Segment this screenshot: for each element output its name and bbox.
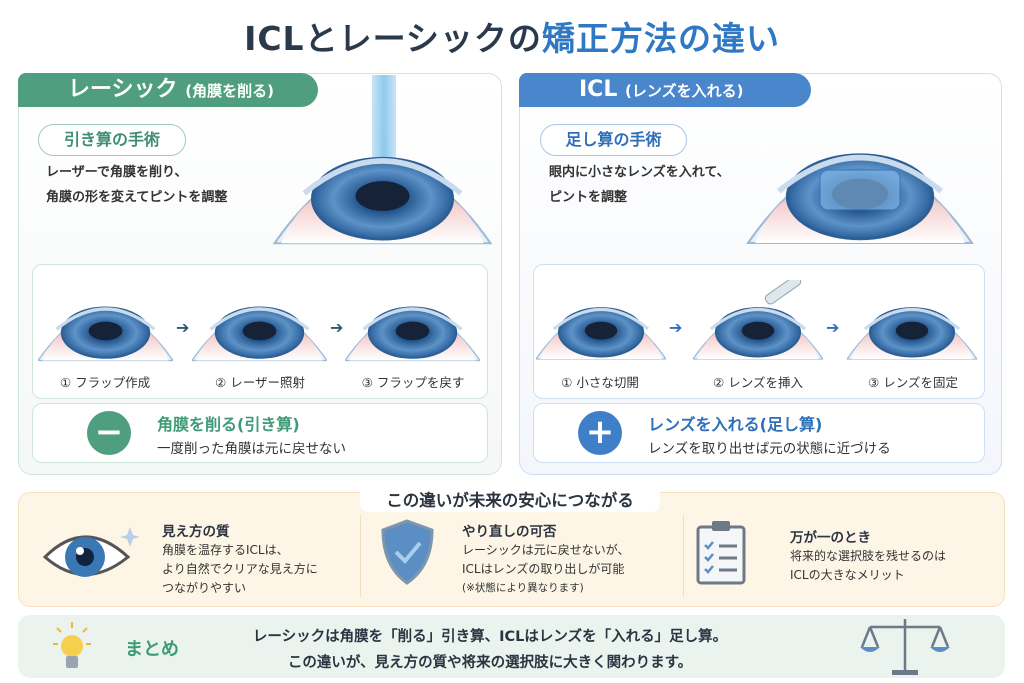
divider xyxy=(683,515,684,597)
eye-icon xyxy=(42,527,140,577)
lightbulb-icon xyxy=(53,622,91,668)
step-eye-fixed xyxy=(847,280,977,365)
arrow-icon: ➔ xyxy=(330,318,344,337)
lasik-subtraction-pill: 引き算の手術 xyxy=(38,124,186,156)
page-title: ICLとレーシックの矯正方法の違い xyxy=(244,19,780,58)
minus-icon: − xyxy=(87,411,131,455)
step-eye-laser xyxy=(192,280,327,365)
benefit-text: レーシックは元に戻せないが、ICLはレンズの取り出しが可能(※状態により異なりま… xyxy=(462,543,630,594)
step-eye-incision xyxy=(536,280,666,365)
lasik-eye-illustration xyxy=(265,115,500,250)
step-eye-flap xyxy=(38,280,173,365)
benefit-heading: 見え方の質 xyxy=(162,524,230,540)
summary-line: レーシックは角膜を「削る」引き算、ICLはレンズを「入れる」足し算。 xyxy=(252,629,728,645)
step-label: ③ レンズを固定 xyxy=(868,375,958,390)
benefit-heading: 万が一のとき xyxy=(790,530,871,546)
arrow-icon: ➔ xyxy=(669,318,683,337)
icl-description: 眼内に小さなレンズを入れて、ピントを調整 xyxy=(549,165,730,205)
benefit-heading: やり直しの可否 xyxy=(462,524,557,540)
plus-icon: + xyxy=(578,411,622,455)
lasik-result-title: 角膜を削る(引き算) xyxy=(157,415,300,434)
lasik-description: レーザーで角膜を削り、角膜の形を変えてピントを調整 xyxy=(46,165,228,205)
summary-label: まとめ xyxy=(125,639,179,660)
benefits-title: この違いが未来の安心につながる xyxy=(360,486,660,512)
step-label: ③ フラップを戻す xyxy=(361,375,465,390)
step-label: ② レンズを挿入 xyxy=(713,375,803,390)
summary-line: この違いが、見え方の質や将来の選択肢に大きく関わります。 xyxy=(287,655,693,671)
step-label: ① フラップ作成 xyxy=(59,375,151,390)
icl-header: ICL (レンズを入れる) xyxy=(519,73,811,107)
clipboard-icon xyxy=(696,521,746,585)
icl-eye-illustration xyxy=(725,110,995,250)
step-label: ② レーザー照射 xyxy=(215,375,305,390)
lasik-result-subtitle: 一度削った角膜は元に戻せない xyxy=(157,441,346,457)
step-eye-insert xyxy=(693,280,823,365)
benefit-text: 角膜を温存するICLは、より自然でクリアな見え方につながりやすい xyxy=(162,543,318,595)
arrow-icon: ➔ xyxy=(176,318,190,337)
divider xyxy=(360,515,361,597)
shield-icon xyxy=(381,519,434,585)
step-label: ① 小さな切開 xyxy=(561,375,639,390)
step-eye-flap-return xyxy=(345,280,480,365)
arrow-icon: ➔ xyxy=(826,318,840,337)
summary-box xyxy=(18,615,1005,678)
icl-addition-pill: 足し算の手術 xyxy=(540,124,687,156)
icl-result-subtitle: レンズを取り出せば元の状態に近づける xyxy=(648,441,891,457)
icl-result-title: レンズを入れる(足し算) xyxy=(648,415,823,434)
lasik-header: レーシック (角膜を削る) xyxy=(18,73,318,107)
balance-scale-icon xyxy=(860,619,950,675)
laser-beam xyxy=(372,75,396,170)
